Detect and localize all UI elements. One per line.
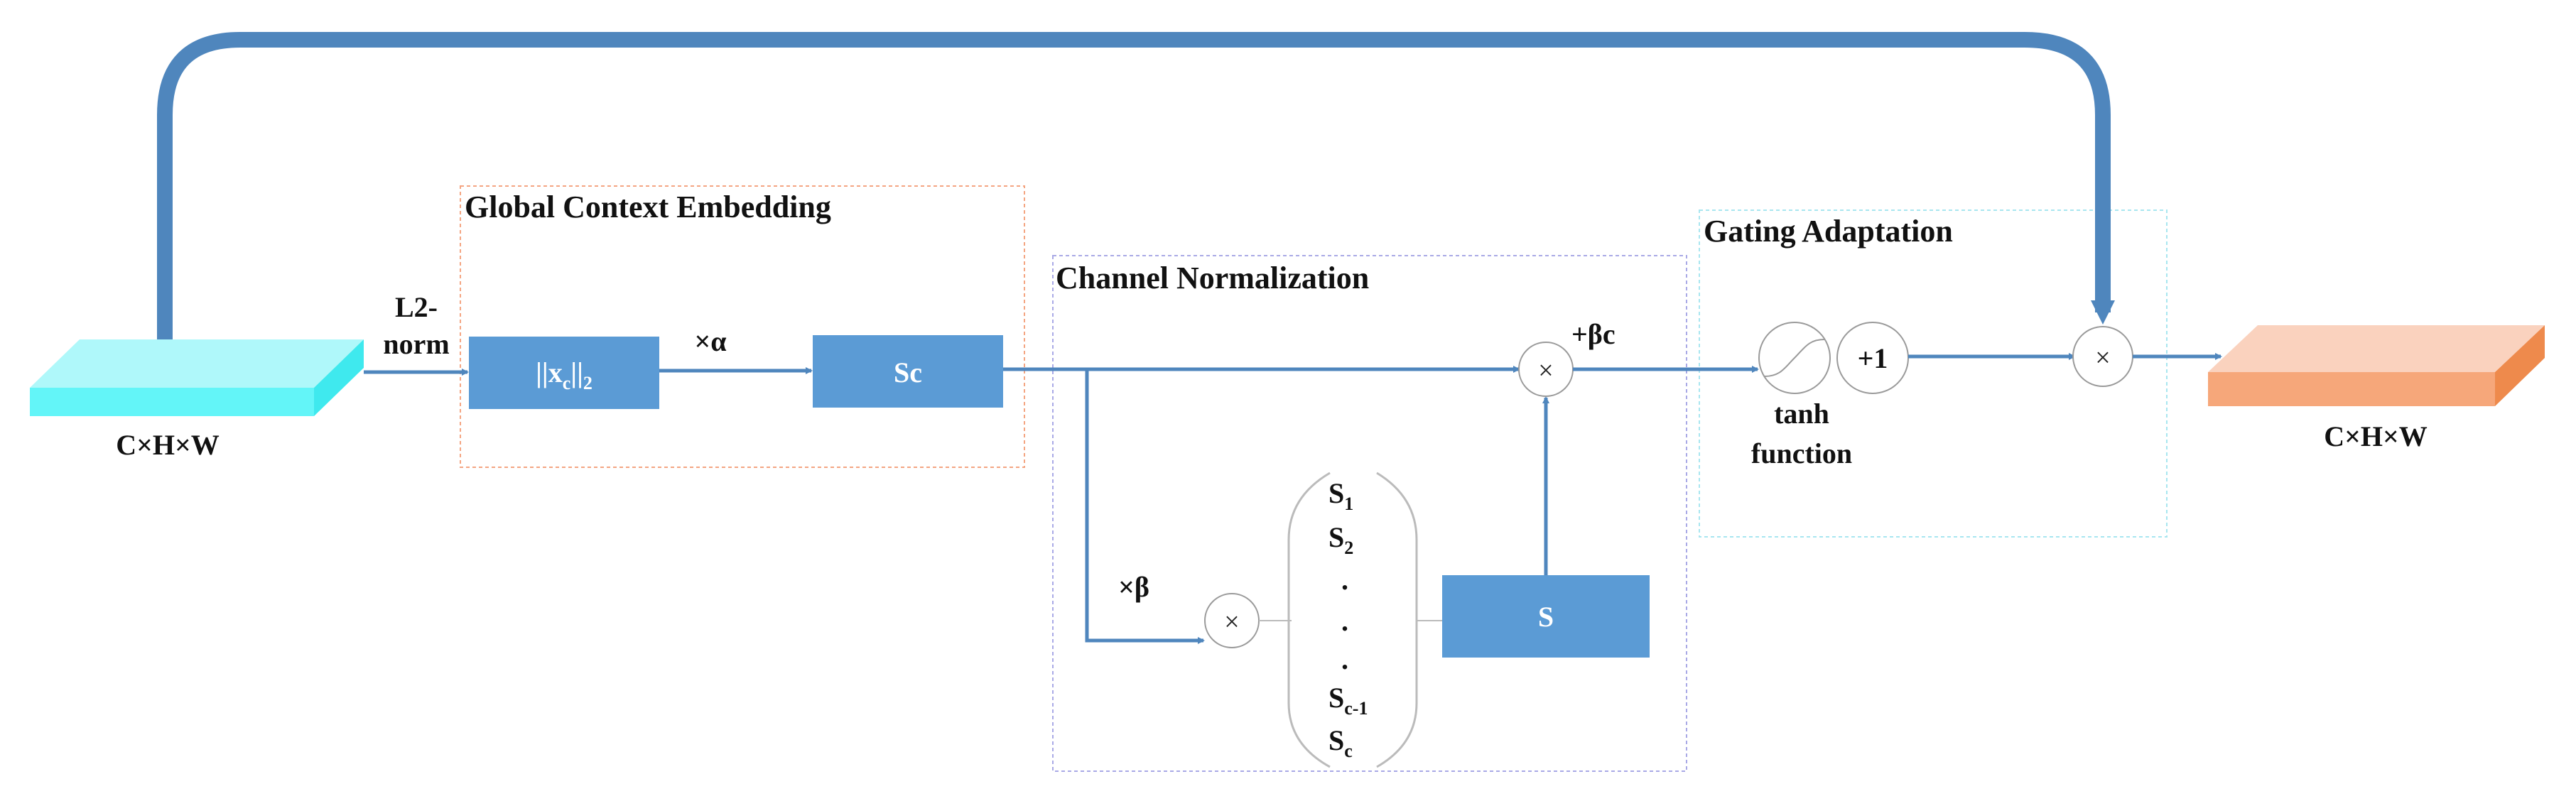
l2norm-label-line2: norm — [383, 328, 449, 360]
vector-entry: S2 — [1328, 521, 1353, 558]
output-tensor-block — [2208, 325, 2545, 406]
plus-beta-c-label: +βc — [1571, 318, 1616, 350]
tanh-label-line2: function — [1751, 437, 1852, 469]
input-tensor-block — [30, 339, 364, 416]
gce-section-title: Global Context Embedding — [465, 190, 831, 224]
input-tensor-label: C×H×W — [116, 429, 220, 461]
output-tensor-label: C×H×W — [2324, 420, 2428, 452]
ga-section-title: Gating Adaptation — [1704, 214, 1953, 249]
sc-block — [813, 335, 1003, 408]
s-block-label: S — [1538, 601, 1554, 633]
vector-entry: . — [1341, 564, 1348, 596]
l2-norm-block — [469, 337, 659, 409]
multiply-node-beta-symbol: × — [1224, 607, 1239, 637]
ga-section-box — [1699, 209, 2168, 538]
beta-branch-arrow — [1085, 369, 1205, 644]
vector-entry: . — [1341, 643, 1348, 675]
beta-label: ×β — [1118, 571, 1149, 603]
l2norm-label-line1: L2- — [395, 291, 438, 323]
vector-entry: Sc-1 — [1328, 682, 1368, 719]
sc-block-label: Sc — [894, 356, 922, 388]
vector-entry: S1 — [1328, 477, 1353, 514]
cn-section-title: Channel Normalization — [1056, 261, 1369, 295]
cn-section-box — [1052, 255, 1687, 772]
plus-one-label: +1 — [1858, 342, 1888, 374]
multiply-node-final-symbol: × — [2095, 343, 2110, 373]
vector-entry: . — [1341, 605, 1348, 637]
vector-entry: Sc — [1328, 724, 1353, 761]
vector-right-bracket — [1376, 472, 1418, 768]
l2-norm-block-label: ||xc||2 — [536, 356, 592, 393]
multiply-node-top-symbol: × — [1538, 356, 1553, 386]
s-block — [1442, 575, 1650, 658]
alpha-label: ×α — [694, 325, 726, 357]
skip-connection-arrow — [157, 32, 2115, 366]
gce-section-box — [460, 185, 1025, 468]
tanh-label-line1: tanh — [1774, 398, 1829, 430]
vector-entries: S1 S2 . . . Sc-1 Sc — [1328, 477, 1368, 761]
tanh-curve-icon — [1764, 339, 1825, 377]
vector-left-bracket — [1287, 472, 1331, 768]
